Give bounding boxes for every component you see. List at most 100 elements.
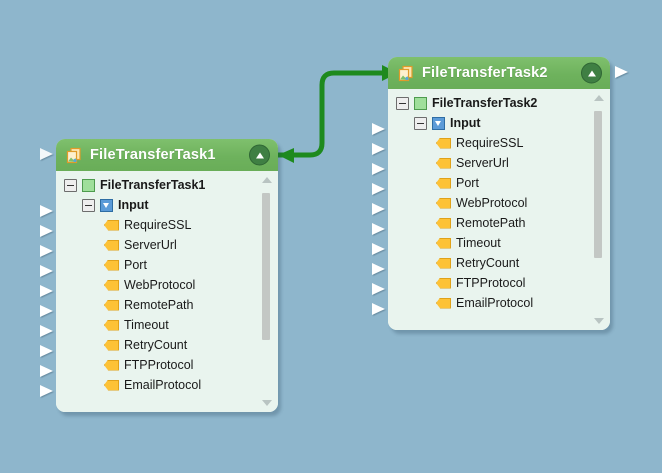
node1-scrollbar[interactable] <box>260 175 273 408</box>
tag-icon <box>104 379 119 391</box>
scroll-up-arrow-icon[interactable] <box>261 177 272 183</box>
node1-scrollbar-thumb[interactable] <box>262 193 270 340</box>
scroll-down-arrow-icon[interactable] <box>593 318 604 324</box>
tree-row[interactable]: RemotePath <box>388 213 610 233</box>
tag-icon <box>436 197 451 209</box>
node1-input-port-6[interactable] <box>40 305 53 317</box>
scroll-up-arrow-icon[interactable] <box>593 95 604 101</box>
tree-row[interactable]: Timeout <box>388 233 610 253</box>
node1-input-port-1[interactable] <box>40 205 53 217</box>
tree-row[interactable]: ServerUrl <box>56 235 278 255</box>
node2-collapse-button[interactable] <box>581 62 602 84</box>
tag-icon <box>104 359 119 371</box>
tag-icon <box>436 297 451 309</box>
tree-row[interactable]: Port <box>56 255 278 275</box>
node1-input-port-3[interactable] <box>40 245 53 257</box>
tree-row[interactable]: RequireSSL <box>56 215 278 235</box>
tree-row-label: WebProtocol <box>456 196 528 210</box>
tree-row[interactable]: RetryCount <box>388 253 610 273</box>
node2-input-port-1[interactable] <box>372 123 385 135</box>
collapse-box-icon[interactable] <box>64 178 77 192</box>
tree-row-label: EmailProtocol <box>124 378 202 392</box>
connection-tail-icon <box>278 148 294 163</box>
node1-header-input-port[interactable] <box>40 148 53 160</box>
node2-scrollbar-thumb[interactable] <box>594 111 602 258</box>
node2-input-port-4[interactable] <box>372 183 385 195</box>
tree-row[interactable]: Timeout <box>56 315 278 335</box>
scroll-down-arrow-icon[interactable] <box>261 400 272 406</box>
tree-row[interactable]: FTPProtocol <box>388 273 610 293</box>
node1-input-port-7[interactable] <box>40 325 53 337</box>
tree-row[interactable]: RetryCount <box>56 335 278 355</box>
tree-row-label: RetryCount <box>456 256 520 270</box>
blue-input-icon <box>432 116 445 130</box>
node2-input-port-2[interactable] <box>372 143 385 155</box>
node1-title: FileTransferTask1 <box>90 147 216 163</box>
node2-input-port-8[interactable] <box>372 263 385 275</box>
tag-icon <box>436 217 451 229</box>
node2-output-port[interactable] <box>615 66 628 78</box>
tree-row[interactable]: Input <box>56 195 278 215</box>
tree-row[interactable]: WebProtocol <box>388 193 610 213</box>
tree-row[interactable]: RemotePath <box>56 295 278 315</box>
tree-row[interactable]: EmailProtocol <box>56 375 278 395</box>
tag-icon <box>436 157 451 169</box>
tag-icon <box>104 239 119 251</box>
tree-row-label: FileTransferTask1 <box>100 178 206 192</box>
green-square-icon <box>414 96 427 110</box>
node1-collapse-button[interactable] <box>249 144 270 166</box>
tree-row[interactable]: RequireSSL <box>388 133 610 153</box>
tree-row[interactable]: FileTransferTask1 <box>56 175 278 195</box>
tree-row[interactable]: Input <box>388 113 610 133</box>
node2-header[interactable]: FileTransferTask2 <box>388 57 610 89</box>
collapse-box-icon[interactable] <box>82 198 95 212</box>
tag-icon <box>104 219 119 231</box>
node2-scrollbar[interactable] <box>592 93 605 326</box>
node2-input-port-7[interactable] <box>372 243 385 255</box>
tree-row[interactable]: FTPProtocol <box>56 355 278 375</box>
tree-row-label: Timeout <box>124 318 169 332</box>
tag-icon <box>104 259 119 271</box>
tree-row-label: FTPProtocol <box>456 276 526 290</box>
tree-row-label: RequireSSL <box>124 218 192 232</box>
tree-row[interactable]: ServerUrl <box>388 153 610 173</box>
node2-input-port-6[interactable] <box>372 223 385 235</box>
tag-icon <box>104 279 119 291</box>
green-square-icon <box>82 178 95 192</box>
tree-row[interactable]: EmailProtocol <box>388 293 610 313</box>
node2-input-port-5[interactable] <box>372 203 385 215</box>
node2-title: FileTransferTask2 <box>422 65 548 81</box>
tree-row[interactable]: WebProtocol <box>56 275 278 295</box>
node2-input-port-9[interactable] <box>372 283 385 295</box>
tag-icon <box>436 177 451 189</box>
node1-input-port-4[interactable] <box>40 265 53 277</box>
node1-header[interactable]: FileTransferTask1 <box>56 139 278 171</box>
collapse-box-icon[interactable] <box>396 96 409 110</box>
node1-input-port-9[interactable] <box>40 365 53 377</box>
chevron-up-icon <box>255 152 264 158</box>
tree-row-label: WebProtocol <box>124 278 196 292</box>
tree-row[interactable]: FileTransferTask2 <box>388 93 610 113</box>
node2-input-port-3[interactable] <box>372 163 385 175</box>
tag-icon <box>436 237 451 249</box>
node1-input-port-8[interactable] <box>40 345 53 357</box>
node1-input-port-2[interactable] <box>40 225 53 237</box>
task1-to-task2-connection[interactable] <box>275 70 385 158</box>
tree-row[interactable]: Port <box>388 173 610 193</box>
tree-row-label: RetryCount <box>124 338 188 352</box>
tree-row-label: FTPProtocol <box>124 358 194 372</box>
node2-input-port-10[interactable] <box>372 303 385 315</box>
node1-input-port-5[interactable] <box>40 285 53 297</box>
tree-row-label: Timeout <box>456 236 501 250</box>
tree-row-label: ServerUrl <box>124 238 177 252</box>
node1-input-port-10[interactable] <box>40 385 53 397</box>
tree-row-label: ServerUrl <box>456 156 509 170</box>
tag-icon <box>104 339 119 351</box>
collapse-box-icon[interactable] <box>414 116 427 130</box>
